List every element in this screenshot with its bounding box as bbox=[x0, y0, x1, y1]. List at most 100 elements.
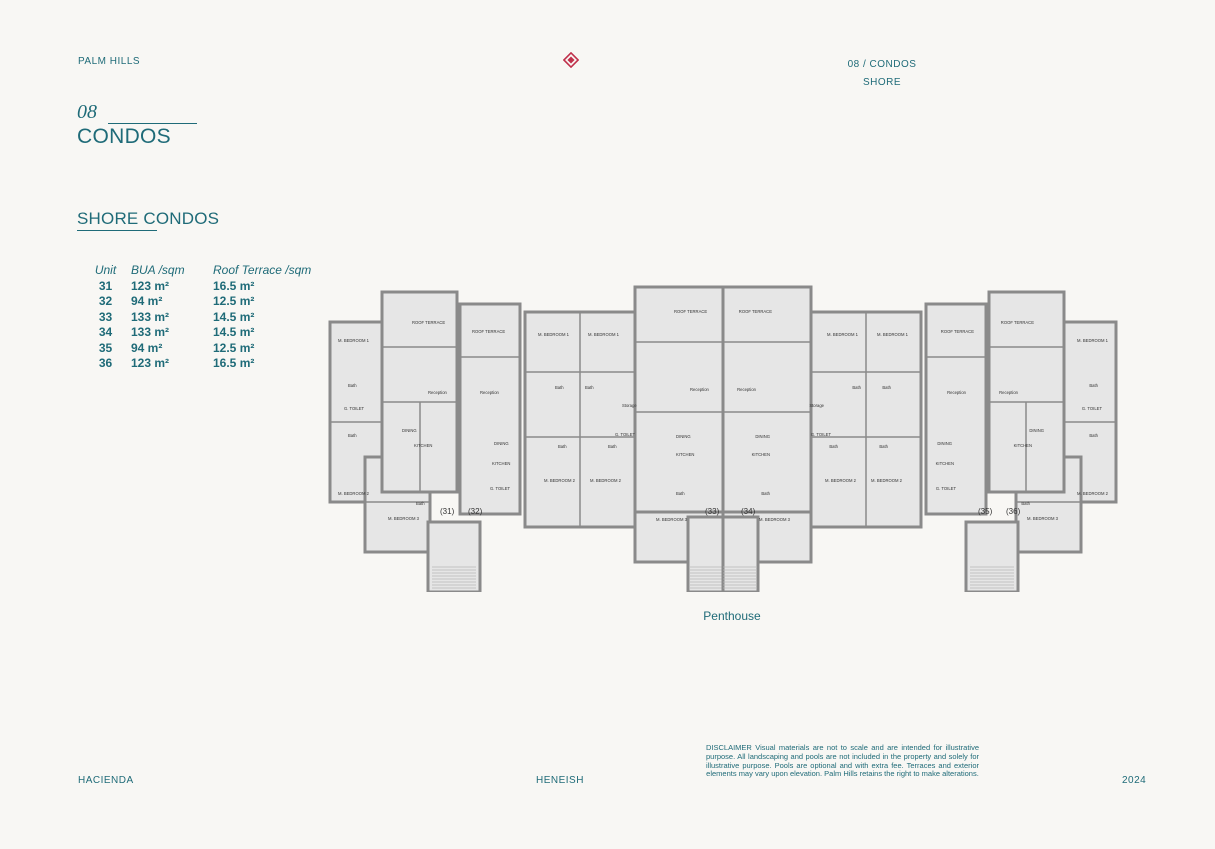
plan-room-label: DINING bbox=[494, 441, 509, 446]
plan-room-label: Bath bbox=[608, 444, 617, 449]
plan-unit-label: (35) bbox=[978, 507, 993, 516]
cell-roof: 14.5 m² bbox=[213, 325, 255, 340]
cell-unit: 31 bbox=[98, 278, 113, 293]
plan-room-label: ROOF TERRACE bbox=[1001, 320, 1034, 325]
plan-room-label: Bath bbox=[879, 444, 888, 449]
cell-bua: 133 m² bbox=[131, 309, 170, 324]
plan-room-label: ROOF TERRACE bbox=[674, 309, 707, 314]
floor-plan: M. BEDROOM 1 Bath G. TOILET Bath M. BEDROOM … bbox=[328, 285, 1118, 592]
plan-room-block bbox=[686, 515, 725, 592]
plan-room-label: Storage bbox=[809, 403, 824, 408]
plan-room-label: Bath bbox=[1089, 433, 1098, 438]
plan-room-label: KITCHEN bbox=[676, 452, 694, 457]
plan-room-block bbox=[721, 285, 813, 514]
plan-room-label: Reception bbox=[428, 390, 448, 395]
plan-room-label: M. BEDROOM 1 bbox=[338, 338, 370, 343]
cell-bua: 133 m² bbox=[131, 325, 170, 340]
plan-room-label: Bath bbox=[1021, 501, 1030, 506]
table-row: 32 94 m² 12.5 m² bbox=[80, 294, 323, 310]
brand-name: PALM HILLS bbox=[78, 56, 141, 67]
plan-room-label: DINING bbox=[676, 434, 691, 439]
plan-room-label: G. TOILET bbox=[811, 432, 832, 437]
cell-unit: 33 bbox=[98, 309, 113, 324]
section-rule bbox=[108, 123, 197, 124]
plan-room-label: M. BEDROOM 2 bbox=[1077, 491, 1109, 496]
table-row: 34 133 m² 14.5 m² bbox=[80, 325, 323, 341]
plan-room-block bbox=[633, 285, 725, 514]
plan-room-label: Reception bbox=[947, 390, 967, 395]
plan-room-label: KITCHEN bbox=[492, 461, 510, 466]
plan-room-label: DINING bbox=[1029, 428, 1044, 433]
plan-unit-label: (33) bbox=[705, 507, 720, 516]
plan-unit-label: (31) bbox=[440, 507, 455, 516]
plan-room-label: G. TOILET bbox=[615, 432, 636, 437]
plan-room-label: G. TOILET bbox=[490, 486, 511, 491]
plan-unit-label: (34) bbox=[741, 507, 756, 516]
plan-room-label: Bath bbox=[1089, 383, 1098, 388]
units-table: Unit BUA /sqm Roof Terrace /sqm 31 123 m… bbox=[80, 261, 323, 371]
plan-room-label: ROOF TERRACE bbox=[739, 309, 772, 314]
plan-room-label: M. BEDROOM 3 bbox=[656, 517, 688, 522]
plan-room-label: DINING bbox=[402, 428, 417, 433]
plan-room-label: Bath bbox=[558, 444, 567, 449]
section-title: CONDOS bbox=[77, 125, 171, 148]
plan-room-label: DINING bbox=[937, 441, 952, 446]
plan-half-right: M. BEDROOM 1 Bath G. TOILET Bath M. BEDROOM … bbox=[721, 285, 1118, 592]
cell-bua: 123 m² bbox=[131, 278, 170, 293]
footer-right: 2024 bbox=[1122, 775, 1147, 786]
plan-room-label: KITCHEN bbox=[752, 452, 770, 457]
plan-room-block bbox=[458, 302, 522, 516]
cell-unit: 36 bbox=[98, 356, 113, 371]
plan-room-label: M. BEDROOM 1 bbox=[538, 332, 570, 337]
cell-roof: 16.5 m² bbox=[213, 278, 255, 293]
cell-roof: 16.5 m² bbox=[213, 356, 255, 371]
plan-room-label: Reception bbox=[480, 390, 500, 395]
header-roof: Roof Terrace /sqm bbox=[213, 262, 312, 277]
table-row: 31 123 m² 16.5 m² bbox=[80, 278, 323, 294]
plan-room-label: M. BEDROOM 2 bbox=[590, 478, 622, 483]
plan-room-label: Reception bbox=[690, 387, 710, 392]
plan-room-label: M. BEDROOM 3 bbox=[759, 517, 791, 522]
sub-ref: SHORE bbox=[862, 77, 902, 88]
plan-room-label: Bath bbox=[829, 444, 838, 449]
plan-room-label: M. BEDROOM 2 bbox=[871, 478, 903, 483]
cell-unit: 35 bbox=[98, 340, 113, 355]
plan-room-label: Bath bbox=[882, 385, 891, 390]
logo-diamond-icon bbox=[563, 52, 579, 68]
plan-room-label: ROOF TERRACE bbox=[472, 329, 505, 334]
plan-room-label: M. BEDROOM 1 bbox=[827, 332, 859, 337]
table-row: 36 123 m² 16.5 m² bbox=[80, 356, 323, 372]
table-header: Unit BUA /sqm Roof Terrace /sqm bbox=[80, 261, 323, 278]
plan-room-label: M. BEDROOM 2 bbox=[825, 478, 857, 483]
table-row: 35 94 m² 12.5 m² bbox=[80, 340, 323, 356]
plan-room-label: M. BEDROOM 3 bbox=[1027, 516, 1059, 521]
cell-unit: 32 bbox=[98, 294, 113, 309]
subsection-rule bbox=[77, 230, 157, 231]
plan-room-label: DINING bbox=[755, 434, 770, 439]
plan-room-label: Bath bbox=[761, 491, 770, 496]
cell-bua: 123 m² bbox=[131, 356, 170, 371]
plan-room-label: Reception bbox=[999, 390, 1019, 395]
plan-room-label: G. TOILET bbox=[1082, 406, 1103, 411]
header-unit: Unit bbox=[94, 262, 117, 277]
plan-room-label: G. TOILET bbox=[936, 486, 957, 491]
plan-unit-label: (36) bbox=[1006, 507, 1021, 516]
plan-room-block bbox=[721, 515, 760, 592]
plan-room-label: G. TOILET bbox=[344, 406, 365, 411]
table-row: 33 133 m² 14.5 m² bbox=[80, 309, 323, 325]
plan-room-label: Bath bbox=[348, 433, 357, 438]
plan-room-label: ROOF TERRACE bbox=[412, 320, 445, 325]
plan-room-label: KITCHEN bbox=[414, 443, 432, 448]
plan-caption: Penthouse bbox=[703, 609, 761, 623]
plan-room-label: M. BEDROOM 1 bbox=[588, 332, 620, 337]
footer-center: HENEISH bbox=[536, 775, 584, 786]
cell-unit: 34 bbox=[98, 325, 113, 340]
plan-units: M. BEDROOM 1 Bath G. TOILET Bath M. BEDROOM … bbox=[328, 285, 1118, 592]
plan-room-label: KITCHEN bbox=[1014, 443, 1032, 448]
plan-unit-label: (32) bbox=[468, 507, 483, 516]
plan-room-label: M. BEDROOM 1 bbox=[877, 332, 909, 337]
section-ref: 08 / CONDOS bbox=[847, 59, 917, 70]
cell-bua: 94 m² bbox=[131, 340, 163, 355]
plan-room-block bbox=[964, 520, 1020, 592]
plan-room-label: Storage bbox=[622, 403, 637, 408]
